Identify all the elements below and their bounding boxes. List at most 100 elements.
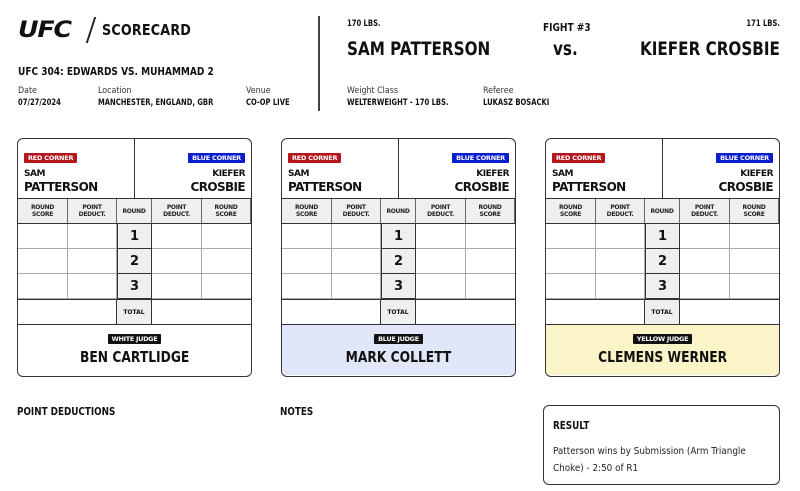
blue-total[interactable] [152, 300, 251, 324]
red-score-r3[interactable] [18, 274, 68, 299]
red-score-r2[interactable] [546, 249, 596, 274]
fight-number: FIGHT #3 [543, 21, 591, 34]
red-first-name: SAM [24, 169, 45, 179]
round-2: 2 [645, 249, 680, 274]
red-deduct-r2[interactable] [596, 249, 645, 274]
col-round: ROUND [645, 199, 680, 224]
notes-heading: NOTES [280, 405, 314, 418]
blue-first-name: KIEFER [476, 169, 509, 179]
red-deduct-r1[interactable] [332, 224, 381, 249]
blue-deduct-r2[interactable] [152, 249, 202, 274]
red-first-name: SAM [288, 169, 309, 179]
red-fighter-weight: 170 LBS. [347, 19, 381, 29]
blue-score-r1[interactable] [202, 224, 251, 249]
red-corner-tag: RED CORNER [24, 153, 78, 163]
round-1: 1 [117, 224, 152, 249]
location-value: MANCHESTER, ENGLAND, GBR [98, 98, 214, 108]
blue-score-r3[interactable] [730, 274, 779, 299]
blue-corner: BLUE CORNER KIEFER CROSBIE [135, 139, 251, 198]
red-score-r2[interactable] [18, 249, 68, 274]
blue-corner-tag: BLUE CORNER [452, 153, 509, 163]
blue-first-name: KIEFER [740, 169, 773, 179]
weight-class-value: WELTERWEIGHT - 170 LBS. [347, 98, 449, 108]
red-deduct-r1[interactable] [68, 224, 117, 249]
red-deduct-r3[interactable] [332, 274, 381, 299]
round-2: 2 [381, 249, 416, 274]
red-score-r1[interactable] [282, 224, 332, 249]
blue-deduct-r2[interactable] [680, 249, 730, 274]
blue-score-r2[interactable] [202, 249, 251, 274]
blue-total[interactable] [416, 300, 515, 324]
blue-deduct-r3[interactable] [152, 274, 202, 299]
total-label: TOTAL [381, 300, 416, 324]
red-corner: RED CORNER SAM PATTERSON [18, 139, 135, 198]
red-score-r3[interactable] [546, 274, 596, 299]
judge-scorecard-1: RED CORNER SAM PATTERSON BLUE CORNER KIE… [17, 138, 252, 377]
blue-deduct-r1[interactable] [152, 224, 202, 249]
result-heading: RESULT [553, 419, 590, 432]
red-deduct-r2[interactable] [68, 249, 117, 274]
red-score-r3[interactable] [282, 274, 332, 299]
blue-fighter-weight: 171 LBS. [746, 19, 780, 29]
red-deduct-r3[interactable] [596, 274, 645, 299]
venue-value: CO-OP LIVE [246, 98, 290, 108]
judge-footer: YELLOW JUDGE CLEMENS WERNER [546, 325, 779, 375]
judge-tag: YELLOW JUDGE [632, 334, 693, 344]
red-fighter-name: SAM PATTERSON [347, 38, 491, 60]
blue-last-name: CROSBIE [718, 180, 774, 194]
blue-fighter-name: KIEFER CROSBIE [640, 38, 780, 60]
blue-deduct-r3[interactable] [416, 274, 466, 299]
round-2: 2 [117, 249, 152, 274]
blue-score-r3[interactable] [202, 274, 251, 299]
date-label: Date [18, 86, 37, 96]
venue-label: Venue [246, 86, 271, 96]
blue-total[interactable] [680, 300, 779, 324]
blue-corner: BLUE CORNER KIEFER CROSBIE [399, 139, 515, 198]
red-total[interactable] [18, 300, 117, 324]
red-score-r1[interactable] [546, 224, 596, 249]
red-deduct-r3[interactable] [68, 274, 117, 299]
red-score-r1[interactable] [18, 224, 68, 249]
logo-slash-divider [85, 17, 96, 43]
judge-tag: WHITE JUDGE [107, 334, 162, 344]
round-3: 3 [645, 274, 680, 299]
total-row: TOTAL [546, 299, 779, 325]
result-box: RESULT Patterson wins by Submission (Arm… [543, 405, 780, 485]
ufc-logo: UFC SCORECARD [18, 16, 206, 44]
judge-scorecard-3: RED CORNER SAM PATTERSON BLUE CORNER KIE… [545, 138, 780, 377]
blue-deduct-r2[interactable] [416, 249, 466, 274]
blue-score-r2[interactable] [730, 249, 779, 274]
blue-score-r1[interactable] [730, 224, 779, 249]
red-corner-tag: RED CORNER [552, 153, 606, 163]
blue-first-name: KIEFER [212, 169, 245, 179]
point-deductions-heading: POINT DEDUCTIONS [17, 405, 116, 418]
red-first-name: SAM [552, 169, 573, 179]
blue-last-name: CROSBIE [190, 180, 246, 194]
red-total[interactable] [282, 300, 381, 324]
blue-last-name: CROSBIE [454, 180, 510, 194]
blue-deduct-r1[interactable] [680, 224, 730, 249]
round-1: 1 [381, 224, 416, 249]
blue-deduct-r1[interactable] [416, 224, 466, 249]
blue-score-r2[interactable] [466, 249, 515, 274]
red-total[interactable] [546, 300, 645, 324]
blue-deduct-r3[interactable] [680, 274, 730, 299]
red-deduct-r1[interactable] [596, 224, 645, 249]
blue-score-r3[interactable] [466, 274, 515, 299]
round-3: 3 [117, 274, 152, 299]
blue-corner-tag: BLUE CORNER [716, 153, 773, 163]
red-score-r2[interactable] [282, 249, 332, 274]
red-corner: RED CORNER SAM PATTERSON [282, 139, 399, 198]
judge-scorecard-2: RED CORNER SAM PATTERSON BLUE CORNER KIE… [281, 138, 516, 377]
red-deduct-r2[interactable] [332, 249, 381, 274]
blue-score-r1[interactable] [466, 224, 515, 249]
